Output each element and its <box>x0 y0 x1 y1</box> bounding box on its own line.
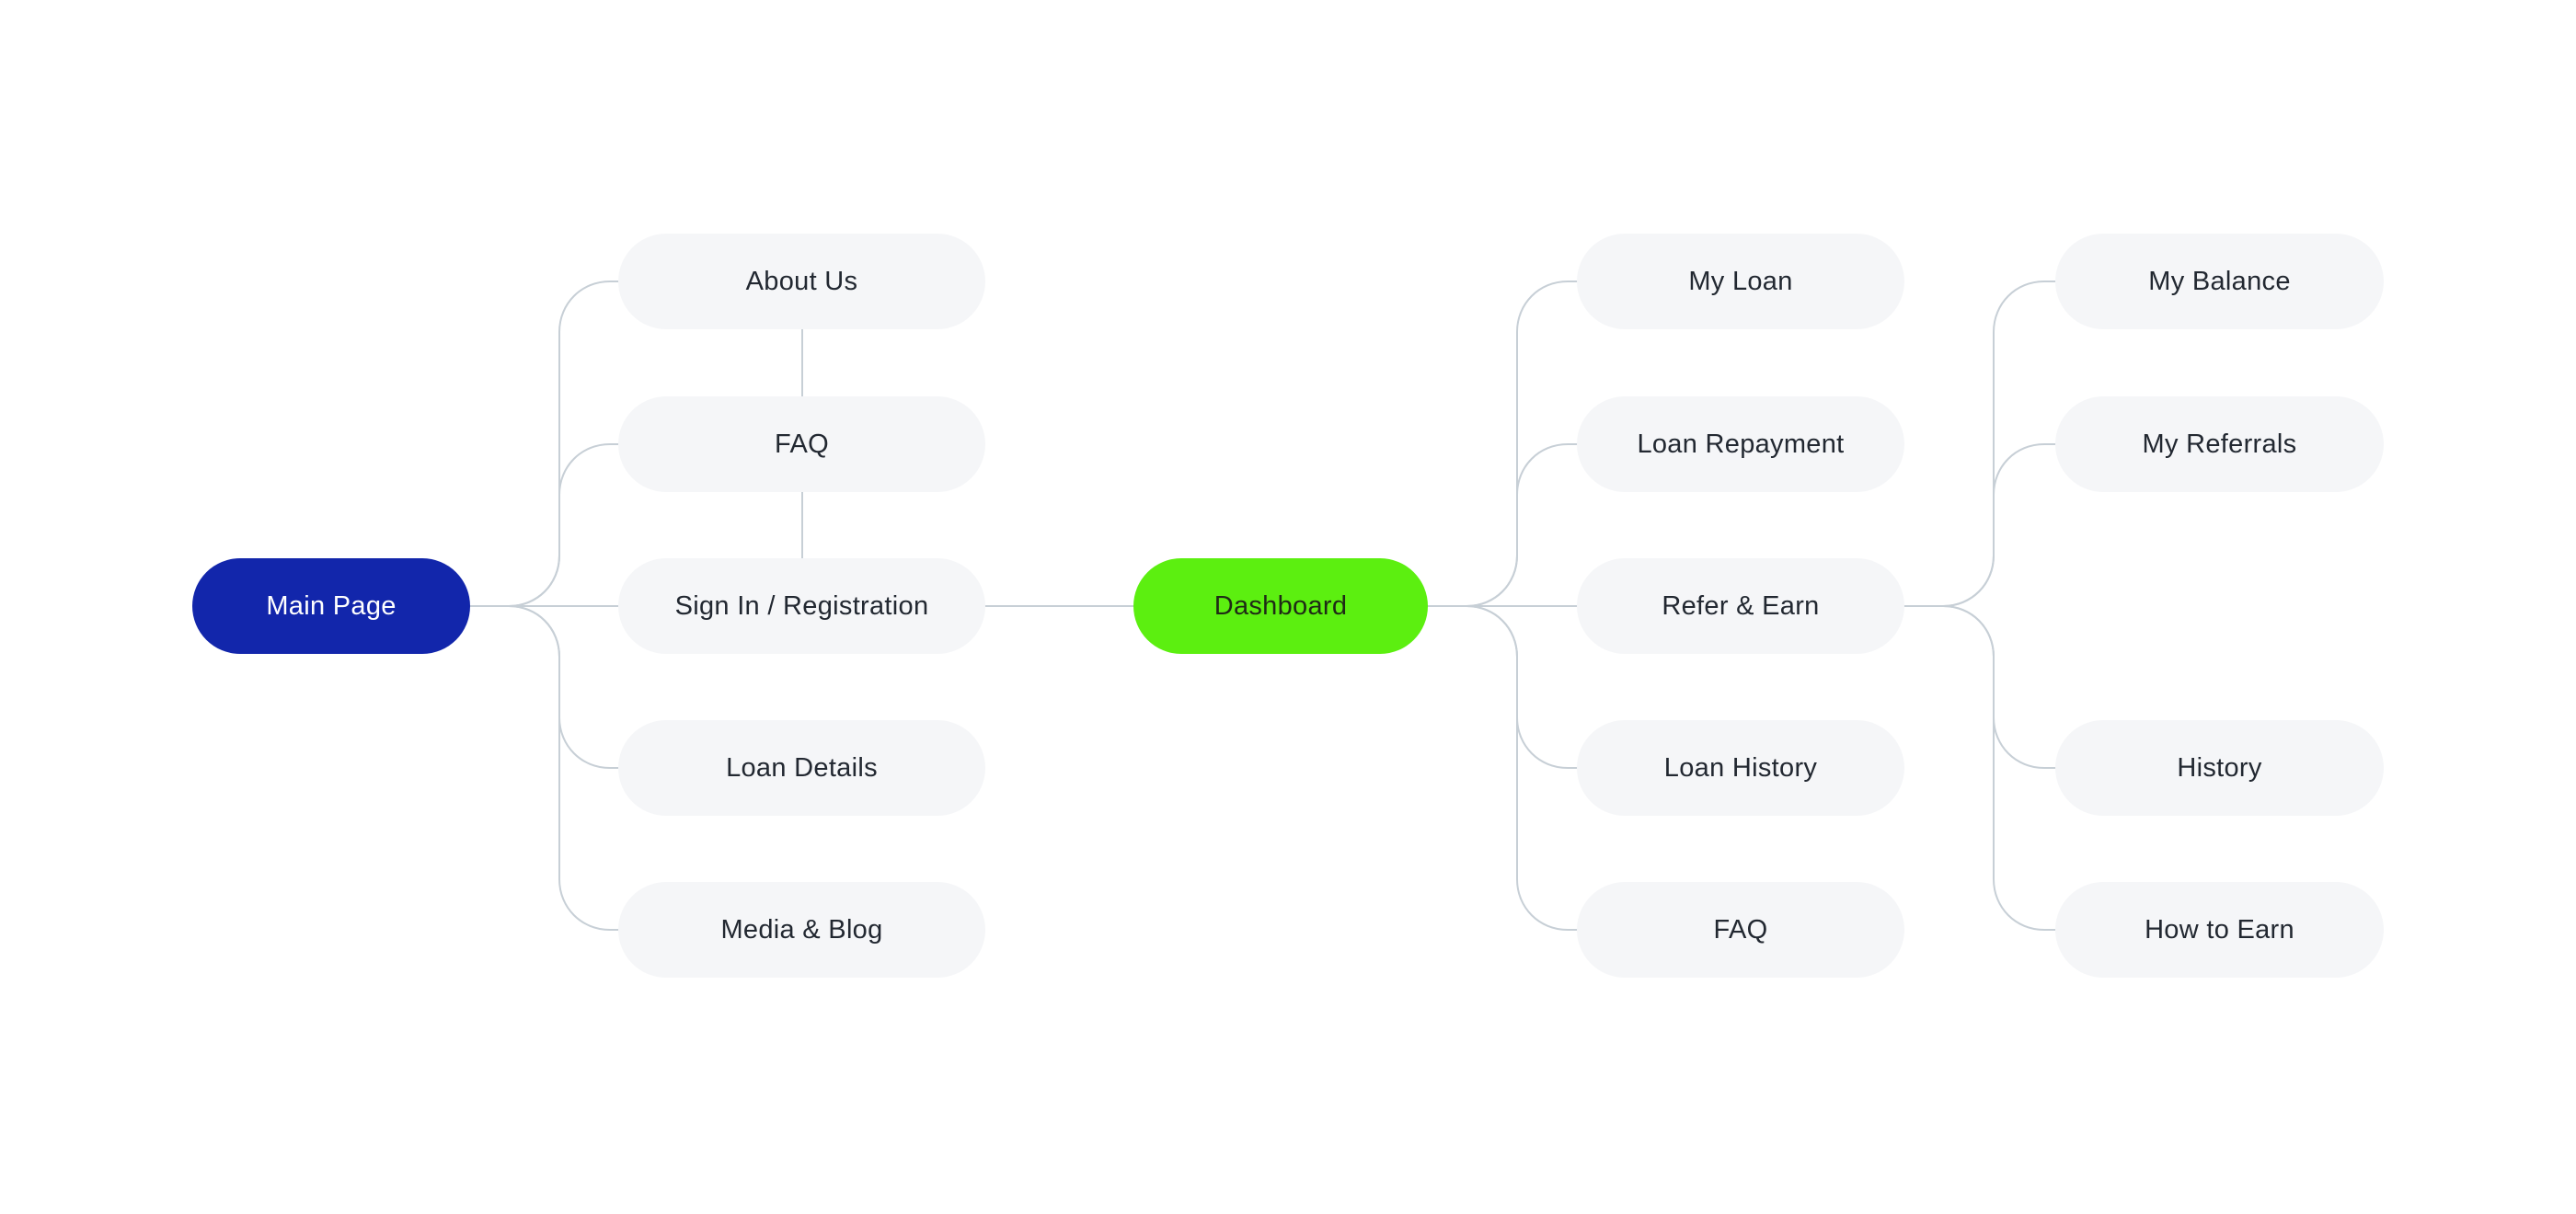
node-refer-earn[interactable]: Refer & Earn <box>1577 558 1904 654</box>
node-my-loan-label: My Loan <box>1688 266 1793 296</box>
node-loan-repayment[interactable]: Loan Repayment <box>1577 396 1904 492</box>
edge-main-mediablog <box>508 605 619 931</box>
node-my-balance[interactable]: My Balance <box>2055 234 2384 329</box>
node-main-page[interactable]: Main Page <box>192 558 470 654</box>
node-how-to-earn-label: How to Earn <box>2145 914 2294 945</box>
edge-main-faq <box>508 443 619 607</box>
edge-main-about <box>508 281 619 607</box>
node-faq-dashboard[interactable]: FAQ <box>1577 882 1904 978</box>
node-loan-history[interactable]: Loan History <box>1577 720 1904 816</box>
node-history[interactable]: History <box>2055 720 2384 816</box>
node-history-label: History <box>2177 752 2262 783</box>
node-loan-details-label: Loan Details <box>726 752 878 783</box>
edge-refer-history <box>1942 605 2056 769</box>
node-faq-main[interactable]: FAQ <box>618 396 985 492</box>
edge-dash-faq <box>1466 605 1578 931</box>
node-loan-repayment-label: Loan Repayment <box>1637 429 1845 459</box>
edge-refer-mybalance <box>1942 281 2056 607</box>
node-about-us[interactable]: About Us <box>618 234 985 329</box>
node-my-balance-label: My Balance <box>2148 266 2291 296</box>
node-main-page-label: Main Page <box>266 590 397 621</box>
node-loan-details[interactable]: Loan Details <box>618 720 985 816</box>
node-about-us-label: About Us <box>745 266 858 296</box>
node-refer-earn-label: Refer & Earn <box>1662 590 1820 621</box>
node-dashboard-label: Dashboard <box>1213 590 1348 621</box>
node-loan-history-label: Loan History <box>1663 752 1818 783</box>
edge-refer-howtoearn <box>1942 605 2056 931</box>
node-how-to-earn[interactable]: How to Earn <box>2055 882 2384 978</box>
edge-refer-myreferrals <box>1942 443 2056 607</box>
node-my-loan[interactable]: My Loan <box>1577 234 1904 329</box>
node-media-blog-label: Media & Blog <box>720 914 883 945</box>
node-sign-in-registration-label: Sign In / Registration <box>674 590 929 621</box>
node-faq-main-label: FAQ <box>775 429 829 459</box>
edge-dash-loanrepayment <box>1466 443 1578 607</box>
edge-dash-myloan <box>1466 281 1578 607</box>
node-dashboard[interactable]: Dashboard <box>1133 558 1428 654</box>
node-my-referrals-label: My Referrals <box>2142 429 2297 459</box>
edge-main-loandetails <box>508 605 619 769</box>
node-sign-in-registration[interactable]: Sign In / Registration <box>618 558 985 654</box>
node-media-blog[interactable]: Media & Blog <box>618 882 985 978</box>
node-my-referrals[interactable]: My Referrals <box>2055 396 2384 492</box>
edge-dash-loanhistory <box>1466 605 1578 769</box>
node-faq-dashboard-label: FAQ <box>1713 914 1768 945</box>
